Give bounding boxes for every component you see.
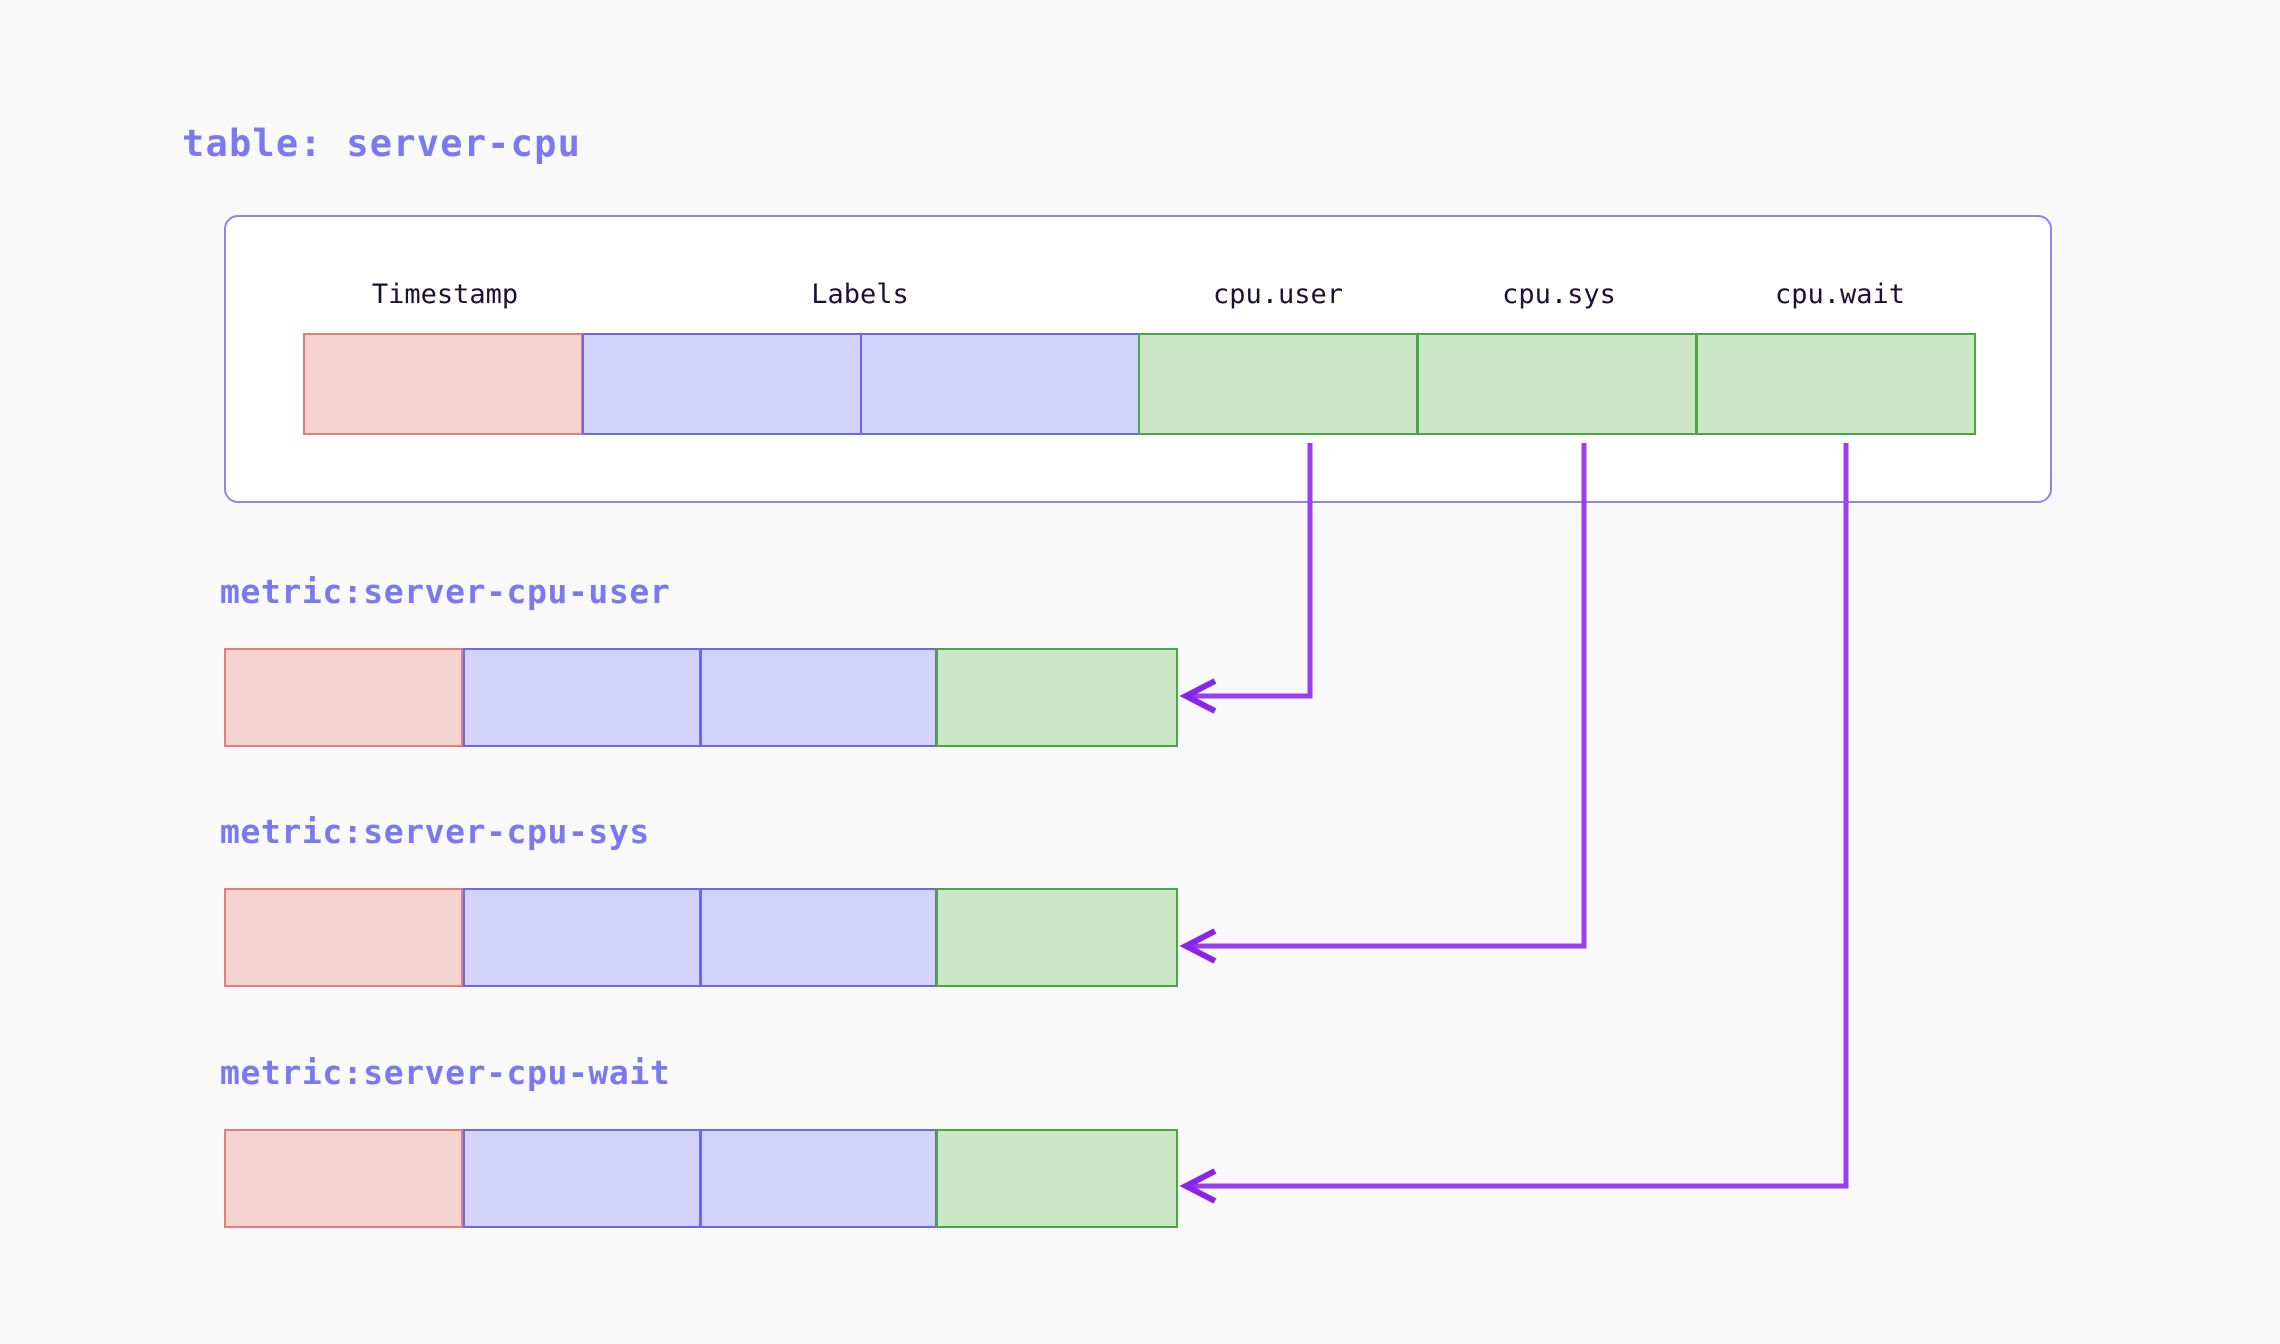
metric-user-cell-label-2: [700, 648, 937, 747]
column-header-cpu-sys: cpu.sys: [1502, 279, 1616, 310]
arrow-cpu-wait: [1179, 443, 1849, 1204]
column-header-labels: Labels: [811, 279, 909, 310]
metric-sys-cell-timestamp: [224, 888, 463, 987]
metric-sys-cell-value: [936, 888, 1178, 987]
metric-wait-cell-label-1: [463, 1129, 701, 1228]
table-title: table: server-cpu: [182, 122, 582, 165]
metric-user-cell-timestamp: [224, 648, 463, 747]
table-cell-label-1: [582, 333, 862, 435]
table-cell-cpu-wait: [1696, 333, 1976, 435]
metric-wait-cell-value: [936, 1129, 1178, 1228]
metric-wait-cell-timestamp: [224, 1129, 463, 1228]
metric-sys-cell-label-1: [463, 888, 701, 987]
metric-sys-cell-label-2: [700, 888, 937, 987]
table-cell-label-2: [860, 333, 1140, 435]
table-cell-cpu-user: [1138, 333, 1418, 435]
column-header-timestamp: Timestamp: [371, 279, 519, 310]
metric-title-server-cpu-wait: metric:server-cpu-wait: [220, 1053, 671, 1092]
metric-wait-cell-label-2: [700, 1129, 937, 1228]
column-header-cpu-user: cpu.user: [1212, 279, 1344, 310]
metric-title-server-cpu-user: metric:server-cpu-user: [220, 572, 671, 611]
metric-user-cell-label-1: [463, 648, 701, 747]
metric-title-server-cpu-sys: metric:server-cpu-sys: [220, 812, 650, 851]
arrow-cpu-sys: [1179, 443, 1587, 964]
table-cell-timestamp: [303, 333, 583, 435]
column-header-cpu-wait: cpu.wait: [1774, 279, 1906, 310]
metric-user-cell-value: [936, 648, 1178, 747]
table-cell-cpu-sys: [1417, 333, 1697, 435]
